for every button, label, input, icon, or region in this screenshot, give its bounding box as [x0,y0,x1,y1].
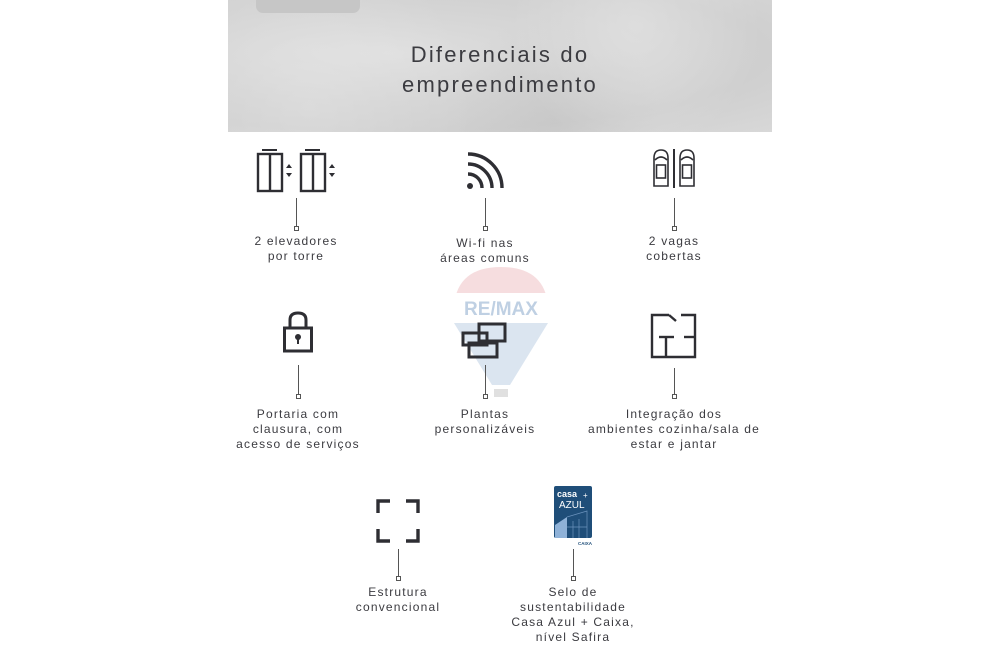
cars-icon [650,148,698,190]
feature-label: Wi-fi nas [456,236,514,250]
feature-label: Portaria com [256,407,340,421]
feature-label: clausura, com [252,422,344,436]
title-line-1: Diferenciais do [410,42,590,67]
padlock-icon [282,310,314,354]
svg-text:AZUL: AZUL [559,500,585,511]
header-banner: Diferenciais do empreendimento [228,0,772,132]
svg-text:CAIXA: CAIXA [578,541,593,546]
feature-label: cobertas [646,249,702,263]
floorplans-icon [461,322,509,360]
feature-label: Selo de [548,585,598,599]
casa-azul-seal-icon: casa + AZUL CAIXA [553,485,593,547]
feature-label: Plantas [460,407,510,421]
svg-text:+: + [583,491,588,500]
content-panel: Diferenciais do empreendimento RE/MAX [228,0,772,667]
feature-label: 2 elevadores [254,234,338,248]
feature-label: ambientes cozinha/sala de [587,422,761,436]
feature-label: sustentabilidade [520,600,626,614]
tab-stub [256,0,360,13]
feature-label: Estrutura [368,585,428,599]
svg-text:RE/MAX: RE/MAX [464,299,538,320]
feature-label: áreas comuns [440,251,530,265]
elevator-icon [256,148,336,194]
svg-text:casa: casa [557,489,578,499]
wifi-icon [465,150,505,192]
feature-label: nível Safira [535,630,611,644]
feature-label: acesso de serviços [236,437,360,451]
feature-label: 2 vagas [648,234,700,248]
floorplan-integration-icon [649,312,699,360]
feature-label: convencional [355,600,441,614]
feature-label: Integração dos [625,407,723,421]
structure-frame-icon [376,499,420,543]
page-title: Diferenciais do empreendimento [228,40,772,100]
feature-label: personalizáveis [434,422,536,436]
feature-label: estar e jantar [630,437,718,451]
title-line-2: empreendimento [402,72,598,97]
feature-label: Casa Azul + Caixa, [511,615,635,629]
feature-label: por torre [267,249,325,263]
